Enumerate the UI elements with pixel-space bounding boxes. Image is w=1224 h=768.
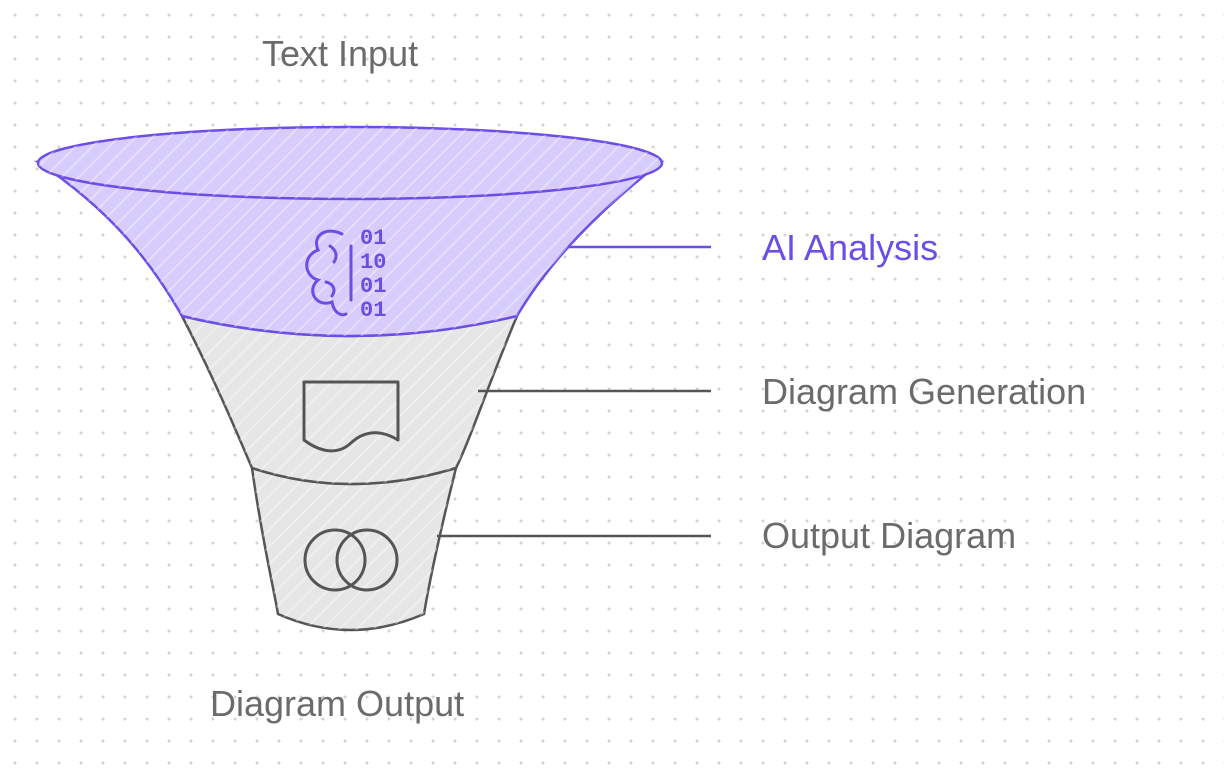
bottom-label: Diagram Output xyxy=(210,683,465,724)
stage-label-output-diagram: Output Diagram xyxy=(762,515,1017,556)
overlapping-circles-icon xyxy=(303,528,399,592)
funnel-section-generation xyxy=(179,314,520,486)
funnel-section-output xyxy=(250,466,458,632)
binary-digit-row: 01 xyxy=(360,226,386,251)
funnel-section-ai-analysis xyxy=(33,125,665,338)
stage-label-diagram-generation: Diagram Generation xyxy=(762,371,1087,412)
binary-digits: 01 10 01 01 xyxy=(360,226,386,323)
brain-binary-icon: 01 10 01 01 xyxy=(305,226,386,323)
document-icon xyxy=(302,380,400,453)
stage-label-ai-analysis: AI Analysis xyxy=(762,227,939,268)
binary-digit-row: 01 xyxy=(360,274,386,299)
binary-digit-row: 10 xyxy=(360,250,386,275)
top-label: Text Input xyxy=(262,33,419,74)
binary-digit-row: 01 xyxy=(360,298,386,323)
